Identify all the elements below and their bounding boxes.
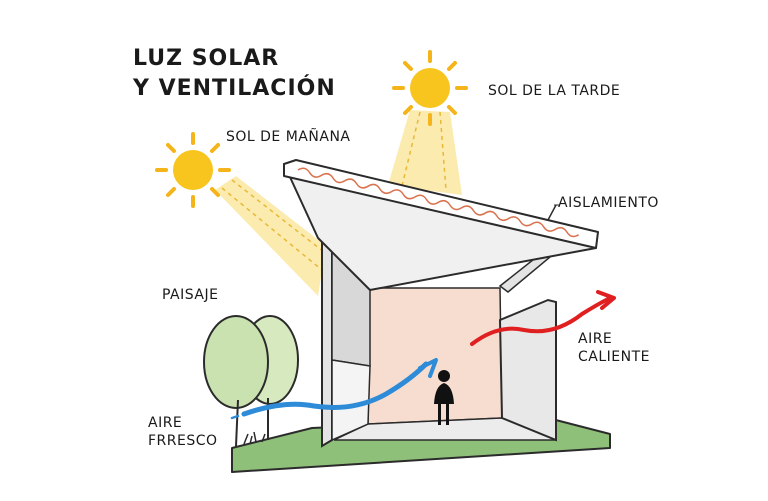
label-aire-caliente-line2: CALIENTE xyxy=(578,349,650,365)
label-aire-fresco: AIRE FRRESCO xyxy=(148,414,218,450)
roof-slab xyxy=(283,159,599,249)
label-aislamiento: AISLAMIENTO xyxy=(558,195,659,211)
morning-light-beam xyxy=(215,176,326,296)
label-sol-tarde: SOL DE LA TARDE xyxy=(488,83,621,99)
label-aire-fresco-line2: FRRESCO xyxy=(148,433,218,449)
label-aire-caliente: AIRE CALIENTE xyxy=(578,330,650,366)
diagram-title: LUZ SOLAR Y VENTILACIÓN xyxy=(133,44,336,104)
warm-air-arrow xyxy=(470,290,616,346)
title-line-1: LUZ SOLAR xyxy=(133,46,280,71)
morning-sun-icon xyxy=(155,132,231,208)
tree-icon xyxy=(203,315,299,447)
label-paisaje: PAISAJE xyxy=(162,287,219,303)
title-line-2: Y VENTILACIÓN xyxy=(133,76,336,101)
label-aire-caliente-line1: AIRE xyxy=(578,331,613,347)
label-aire-fresco-line1: AIRE xyxy=(148,415,183,431)
fresh-air-arrow xyxy=(230,358,438,420)
roof-insulation xyxy=(297,167,580,238)
left-lower-panel xyxy=(331,359,371,442)
afternoon-sun-icon xyxy=(392,50,468,126)
right-wall-panel xyxy=(498,298,557,442)
person-icon xyxy=(434,370,454,425)
afternoon-light-beam xyxy=(388,110,462,195)
label-sol-manana: SOL DE MAÑANA xyxy=(226,129,351,145)
